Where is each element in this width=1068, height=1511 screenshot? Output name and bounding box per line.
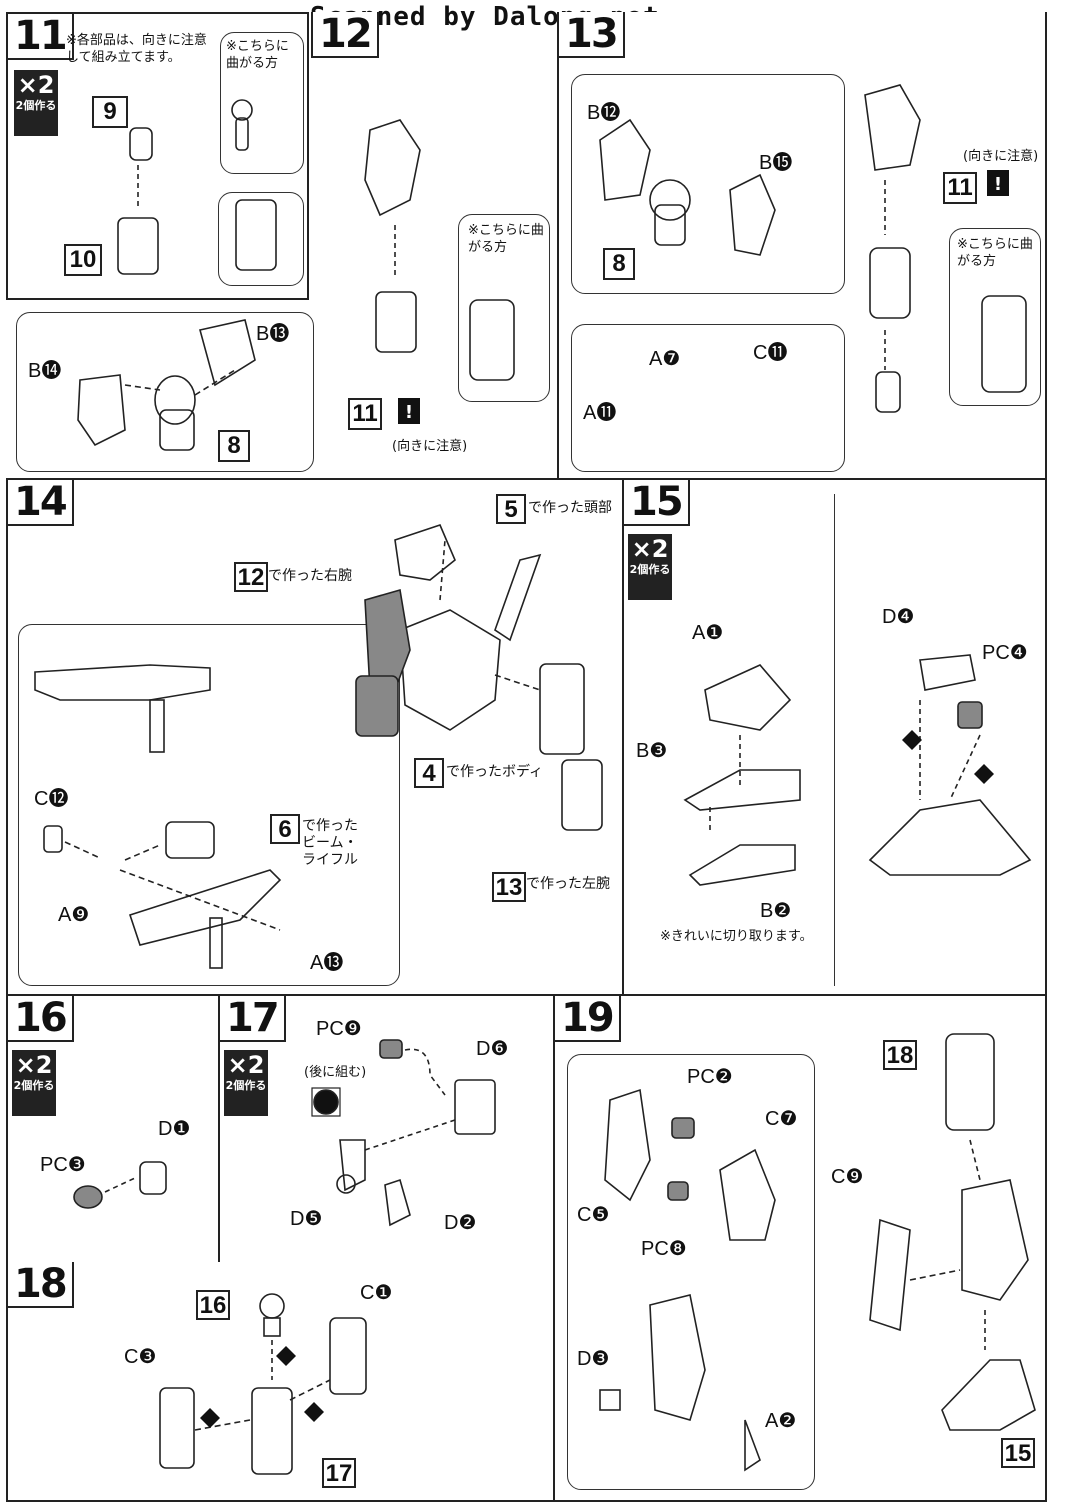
- step-number: 18: [8, 1262, 74, 1308]
- part-pc8-label: PC❽: [641, 1238, 687, 1260]
- base-assembly-inset: [834, 494, 1041, 986]
- ref-15: 15: [1001, 1438, 1035, 1468]
- hand-assembly-inset: [571, 324, 845, 472]
- part-pc2-label: PC❷: [687, 1066, 733, 1088]
- warn-ref-11: 11: [943, 172, 977, 204]
- ref-head-text: で作った頭部: [528, 500, 612, 516]
- part-a13-label: A⓭: [310, 952, 344, 974]
- ref-rifle-6: 6: [270, 814, 300, 844]
- part-b12-label: B⓬: [587, 102, 621, 124]
- part-c7-label: C❼: [765, 1108, 798, 1130]
- svg-text:!: !: [405, 402, 413, 423]
- ref-rarm-12: 12: [234, 562, 268, 592]
- step-number: 16: [8, 996, 74, 1042]
- orientation-note: ※各部品は、向きに注意して組み立てます。: [66, 33, 207, 65]
- part-8-label: 8: [603, 248, 635, 280]
- part-a2-label: A❷: [765, 1410, 797, 1432]
- step-number: 11: [8, 14, 74, 60]
- part-c12-label: C⓬: [34, 788, 69, 810]
- warning-icons: ! !: [398, 170, 1009, 424]
- part-b2-label: B❷: [760, 900, 792, 922]
- part-c1-label: C❶: [360, 1282, 393, 1304]
- ref-head-5: 5: [496, 494, 526, 524]
- part-a11-label: A⓫: [583, 402, 617, 424]
- part-8-label: 8: [218, 430, 250, 462]
- part-pc4-label: PC❹: [982, 642, 1028, 664]
- part-b14-label: B⓮: [28, 360, 62, 382]
- warn-text: (向きに注意): [963, 149, 1039, 164]
- part-d1-label: D❶: [158, 1118, 191, 1140]
- warn-ref-11: 11: [348, 398, 382, 430]
- ref-larm-text: で作った左腕: [526, 876, 610, 892]
- step-number: 14: [8, 480, 74, 526]
- step-number: 17: [220, 996, 286, 1042]
- ref-body-4: 4: [414, 758, 444, 788]
- arm-assembly-inset: [571, 74, 845, 294]
- step-order-markers: [200, 730, 994, 1428]
- part-d6-label: D❻: [476, 1038, 509, 1060]
- ref-rifle-text: で作ったビーム・ライフル: [302, 818, 358, 868]
- step-number: 15: [624, 480, 690, 526]
- body-drawing: [399, 609, 501, 731]
- cut-note: ※きれいに切り取ります。: [660, 929, 813, 944]
- step-18-panel: 18 16 C❶ C❸ 17: [6, 1262, 555, 1502]
- hip-assembled-drawing: [961, 1179, 1029, 1301]
- part-b13-label: B⓭: [256, 323, 290, 345]
- part-9-label: 9: [92, 96, 128, 128]
- bend-note: ※こちらに曲がる方: [957, 237, 1033, 269]
- ref-larm-13: 13: [492, 872, 526, 902]
- part-b3-label: B❸: [636, 740, 668, 762]
- part-9-drawing: [129, 127, 153, 161]
- part-c11-label: C⓫: [753, 342, 788, 364]
- part-pc9-label: PC❾: [316, 1018, 362, 1040]
- part-d2-label: D❷: [444, 1212, 477, 1234]
- part-b15-label: B⓯: [759, 152, 793, 174]
- part-pc3-label: PC❸: [40, 1154, 86, 1176]
- ref-17: 17: [322, 1458, 356, 1488]
- part-a7-label: A❼: [649, 348, 681, 370]
- step-number: 19: [555, 996, 621, 1042]
- base-b3-drawing: [683, 769, 801, 811]
- step-14-panel: 14 5 で作った頭部 12 で作った右腕 4 で作ったボディ 13 で作った左…: [6, 480, 624, 996]
- part-a9-label: A❾: [58, 904, 90, 926]
- ref-body-text: で作ったボディ: [446, 764, 544, 780]
- step-13-panel: 13 B⓬ B⓯ 8 A❼ C⓫ A⓫ ※こちらに曲がる方 11 (向きに注意): [557, 12, 1047, 480]
- beam-rifle-drawing: [34, 664, 211, 701]
- part-c3-label: C❸: [124, 1346, 157, 1368]
- ref-16: 16: [196, 1290, 230, 1320]
- leg-assembly-drawing: [251, 1387, 293, 1475]
- bend-note: ※こちらに曲がる方: [226, 39, 289, 71]
- part-c5-label: C❺: [577, 1204, 610, 1226]
- part-c9-label: C❾: [831, 1166, 864, 1188]
- rifle-inset: [18, 624, 400, 986]
- part-d3-label: D❸: [577, 1348, 610, 1370]
- step-number: 13: [559, 12, 625, 58]
- part-d5-label: D❺: [290, 1208, 323, 1230]
- ref-rarm-text: で作った右腕: [268, 568, 352, 584]
- warn-text: (向きに注意): [392, 439, 468, 454]
- later-note: (後に組む): [304, 1065, 367, 1080]
- part-10-drawing: [117, 217, 159, 275]
- part-d4-label: D❹: [882, 606, 915, 628]
- part-10-label: 10: [64, 244, 102, 276]
- step-number: 12: [311, 12, 379, 58]
- bend-direction-inset: [458, 214, 550, 402]
- bend-note: ※こちらに曲がる方: [468, 223, 544, 255]
- shoulder-armor-drawing: [364, 119, 421, 217]
- ref-18: 18: [883, 1040, 917, 1070]
- arm-assembly-inset: [16, 312, 314, 472]
- part-a1-label: A❶: [692, 622, 724, 644]
- part-10-detail-drawing: [235, 199, 277, 271]
- base-assembled-drawing: [868, 799, 1032, 876]
- svg-text:!: !: [994, 174, 1002, 195]
- part-b14-drawing: [77, 374, 126, 447]
